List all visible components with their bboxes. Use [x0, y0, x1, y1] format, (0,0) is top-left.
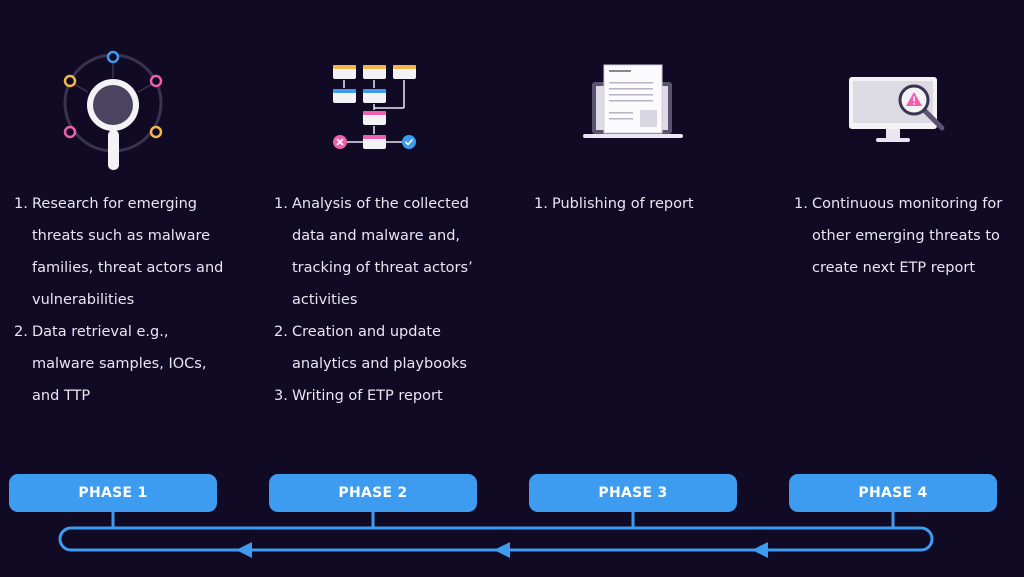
phase-2-steps: 1.Analysis of the collected data and mal… — [274, 188, 474, 412]
monitor-alert-icon — [846, 74, 952, 150]
arrow-left-icon — [236, 542, 252, 558]
magnifier-network-icon — [58, 48, 170, 177]
list-item: 2. Data retrieval e.g., malware samples,… — [14, 324, 207, 404]
phase-3-steps: 1.Publishing of report — [534, 188, 754, 220]
list-item: 2. Creation and update analytics and pla… — [274, 324, 467, 372]
phase-2-button[interactable]: PHASE 2 — [269, 474, 477, 512]
list-item: 3. Writing of ETP report — [274, 388, 443, 404]
phase-1-steps: 1.Research for emerging threats such as … — [14, 188, 229, 412]
laptop-report-icon — [580, 62, 686, 144]
list-item: 1.Continuous monitoring for other emergi… — [794, 196, 1003, 276]
phase-1-button[interactable]: PHASE 1 — [9, 474, 217, 512]
list-item: 1.Research for emerging threats such as … — [14, 196, 224, 308]
list-item: 1.Analysis of the collected data and mal… — [274, 196, 473, 308]
phase-3-button[interactable]: PHASE 3 — [529, 474, 737, 512]
phase-4-steps: 1.Continuous monitoring for other emergi… — [794, 188, 1004, 284]
arrow-left-icon — [494, 542, 510, 558]
arrow-left-icon — [752, 542, 768, 558]
workflow-diagram-icon — [330, 60, 422, 159]
phase-4-button[interactable]: PHASE 4 — [789, 474, 997, 512]
list-item: 1.Publishing of report — [534, 196, 694, 212]
